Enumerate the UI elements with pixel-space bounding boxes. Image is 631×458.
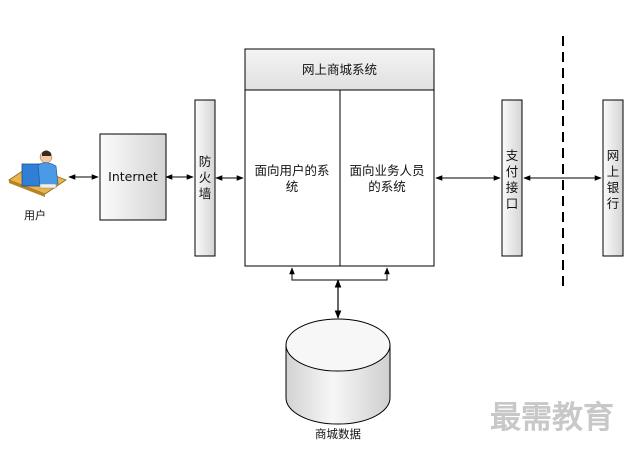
- user-subsystem-label-1: 统: [286, 179, 299, 194]
- database-label: 商城数据: [315, 427, 361, 441]
- connector-subsystems-bus: [291, 268, 388, 281]
- online-bank-box: [602, 99, 624, 257]
- payment-interface-box: [501, 99, 523, 257]
- firewall-label-1: 火: [199, 170, 212, 185]
- internet-box: [99, 133, 167, 221]
- mall-system-title: 网上商城系统: [302, 62, 377, 77]
- user-label: 用户: [24, 208, 46, 222]
- firewall-label-2: 墙: [199, 186, 212, 201]
- bank-label-2: 银: [607, 180, 620, 195]
- payment-label-2: 接: [506, 180, 519, 195]
- firewall-label-0: 防: [199, 154, 212, 169]
- database-cylinder: [285, 318, 391, 425]
- user-subsystem-label-0: 面向用户的系: [254, 163, 329, 178]
- bank-label-0: 网: [607, 148, 620, 163]
- internet-label: Internet: [108, 169, 158, 184]
- bank-label-3: 行: [607, 196, 620, 211]
- payment-label-0: 支: [506, 148, 519, 163]
- user-computer-icon: [8, 150, 67, 197]
- bank-label-1: 上: [607, 164, 620, 179]
- staff-subsystem-label-1: 的系统: [368, 179, 406, 194]
- watermark-text: 最需教育: [490, 400, 614, 436]
- payment-label-3: 口: [506, 196, 519, 211]
- firewall-box: [194, 99, 216, 257]
- staff-subsystem-label-0: 面向业务人员: [349, 163, 424, 178]
- payment-label-1: 付: [506, 164, 519, 179]
